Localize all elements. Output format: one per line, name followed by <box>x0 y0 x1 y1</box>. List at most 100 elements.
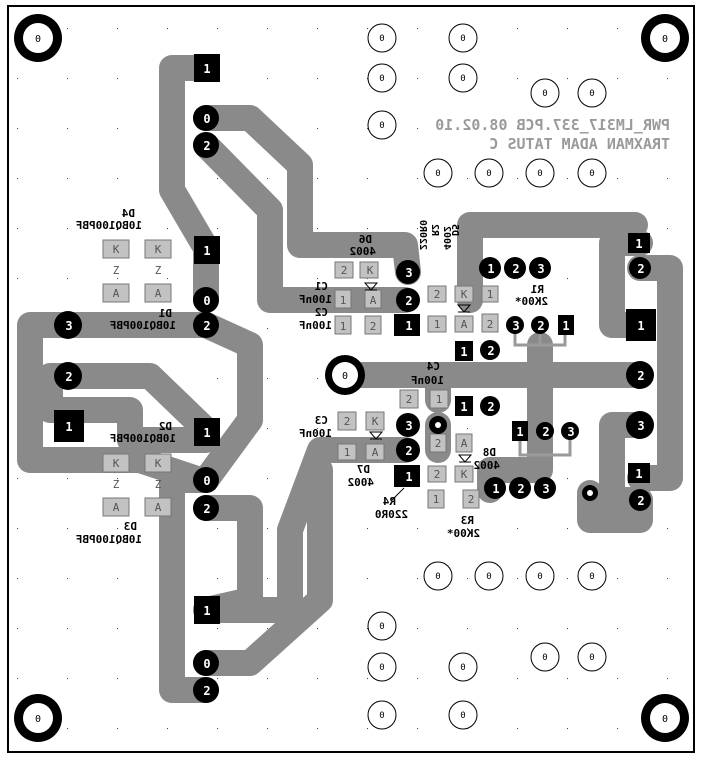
vertical-labels: R2 220R0 D5 4002 <box>417 220 460 250</box>
hole-label: 0 <box>486 169 491 179</box>
pad-label: 1 <box>405 470 412 484</box>
traces <box>17 55 683 703</box>
d5-a-label: A <box>461 318 468 331</box>
pad-label: 1 <box>203 426 210 440</box>
hole-label: 0 <box>379 34 384 44</box>
r3-2-label: 2 <box>468 493 475 506</box>
d5-value: 4002 <box>441 226 452 250</box>
pad-label: 2 <box>203 502 210 516</box>
hole-label: 0 <box>379 121 384 131</box>
pad-label: 3 <box>537 262 544 276</box>
pad-label: 2 <box>542 425 549 439</box>
hole-label: 0 <box>537 572 542 582</box>
pad-label: 1 <box>460 400 467 414</box>
pad-label: 3 <box>567 425 574 439</box>
d4-k-label: K <box>113 243 120 256</box>
pad-label: 2 <box>203 684 210 698</box>
d2-a-label: A <box>113 501 120 514</box>
d3-z-label: Z <box>155 478 162 491</box>
pad-label: 0 <box>203 294 210 308</box>
hole-label: 0 <box>542 89 547 99</box>
d7-a-label: A <box>372 446 379 459</box>
hole-label: 0 <box>379 622 384 632</box>
pad-label: 2 <box>517 482 524 496</box>
c4-value: 100nF <box>411 374 444 387</box>
pad-label: 2 <box>637 494 644 508</box>
d3-a-label: A <box>155 501 162 514</box>
d2-name: D2 <box>159 420 172 433</box>
c4-1-label: 1 <box>436 393 443 406</box>
hole-label: 0 <box>435 572 440 582</box>
smd-pads <box>102 239 499 517</box>
pad-label: 1 <box>460 345 467 359</box>
hole-label: 0 <box>486 572 491 582</box>
d8-2-label: 2 <box>435 437 442 450</box>
hole-label: 0 <box>460 74 465 84</box>
pad-label: 1 <box>203 244 210 258</box>
pad-label: 0 <box>203 657 210 671</box>
d4-a-label: A <box>113 287 120 300</box>
c2-name: C2 <box>315 306 328 319</box>
silkscreen-text: PWR_LM317_337.PCB 08.02.10 TRAXMAN ADAM … <box>435 116 670 153</box>
center-mount-label: 0 <box>342 371 348 382</box>
d7-name: D7 <box>357 463 370 476</box>
d2-z-label: Z <box>113 478 120 491</box>
drill-holes <box>367 23 607 730</box>
corner-mount-holes <box>14 14 689 742</box>
pad-label: 2 <box>487 344 494 358</box>
pad-label: 3 <box>512 319 519 333</box>
hole-label: 0 <box>35 34 41 45</box>
r1-2-label: 2 <box>487 318 494 331</box>
c1-name: C1 <box>314 280 328 293</box>
d6-a-label: A <box>370 294 377 307</box>
hole-label: 0 <box>435 169 440 179</box>
pad-label: 1 <box>516 425 523 439</box>
hole-label: 0 <box>589 572 594 582</box>
d7-k-label: K <box>372 415 379 428</box>
pad-label: 2 <box>203 319 210 333</box>
c3-value: 100nF <box>299 427 332 440</box>
d8-k-label: K <box>461 468 468 481</box>
r4-1-label: 1 <box>433 493 440 506</box>
d4-value: 10BQ100PBF <box>76 219 142 232</box>
hole-label: 0 <box>589 653 594 663</box>
hole-label: 0 <box>379 74 384 84</box>
pad-label: 0 <box>203 474 210 488</box>
pad-label: 3 <box>542 482 549 496</box>
smd-pad-letters: K A K A K A K A Z Z Z Z K 2 1 A 1 2 2 K … <box>113 243 494 514</box>
round-pads <box>54 105 654 703</box>
d1-value: 10BQ100PBF <box>110 319 176 332</box>
d5-k-label: K <box>461 288 468 301</box>
r3-value: 2K00* <box>447 527 480 540</box>
hole-label: 0 <box>379 711 384 721</box>
d2-value: 10BQ100PBF <box>110 432 176 445</box>
pad-label: 1 <box>405 319 412 333</box>
pad-label: 3 <box>405 266 412 280</box>
hole-label: 0 <box>35 714 41 725</box>
c4-2-label: 2 <box>406 393 413 406</box>
pad-label: 0 <box>203 112 210 126</box>
pad-label: 2 <box>487 400 494 414</box>
pad-label: 1 <box>637 319 644 333</box>
c2-2-label: 2 <box>370 320 377 333</box>
pad-label: 3 <box>405 419 412 433</box>
r2-value: 220R0 <box>417 220 428 250</box>
d5-2-label: 2 <box>434 288 441 301</box>
hole-label: 0 <box>537 169 542 179</box>
d3-name: D3 <box>124 520 137 533</box>
d2-k-label: K <box>113 457 120 470</box>
d8-a-label: A <box>461 437 468 450</box>
r3-name: R3 <box>461 514 474 527</box>
hole-label: 0 <box>460 34 465 44</box>
d3-k-label: K <box>155 457 162 470</box>
corner-hole-labels: 0 0 0 0 <box>35 34 668 725</box>
d4-z-label: Z <box>113 264 120 277</box>
pad-numbers: 1 0 2 1 0 2 1 0 2 1 0 2 3 2 1 3 2 1 3 2 … <box>65 62 644 698</box>
c1-1-label: 1 <box>340 294 347 307</box>
d5-1-label: 1 <box>434 318 441 331</box>
c2-value: 100nF <box>299 319 332 332</box>
pad-label: 2 <box>637 262 644 276</box>
pad-label: 2 <box>203 139 210 153</box>
